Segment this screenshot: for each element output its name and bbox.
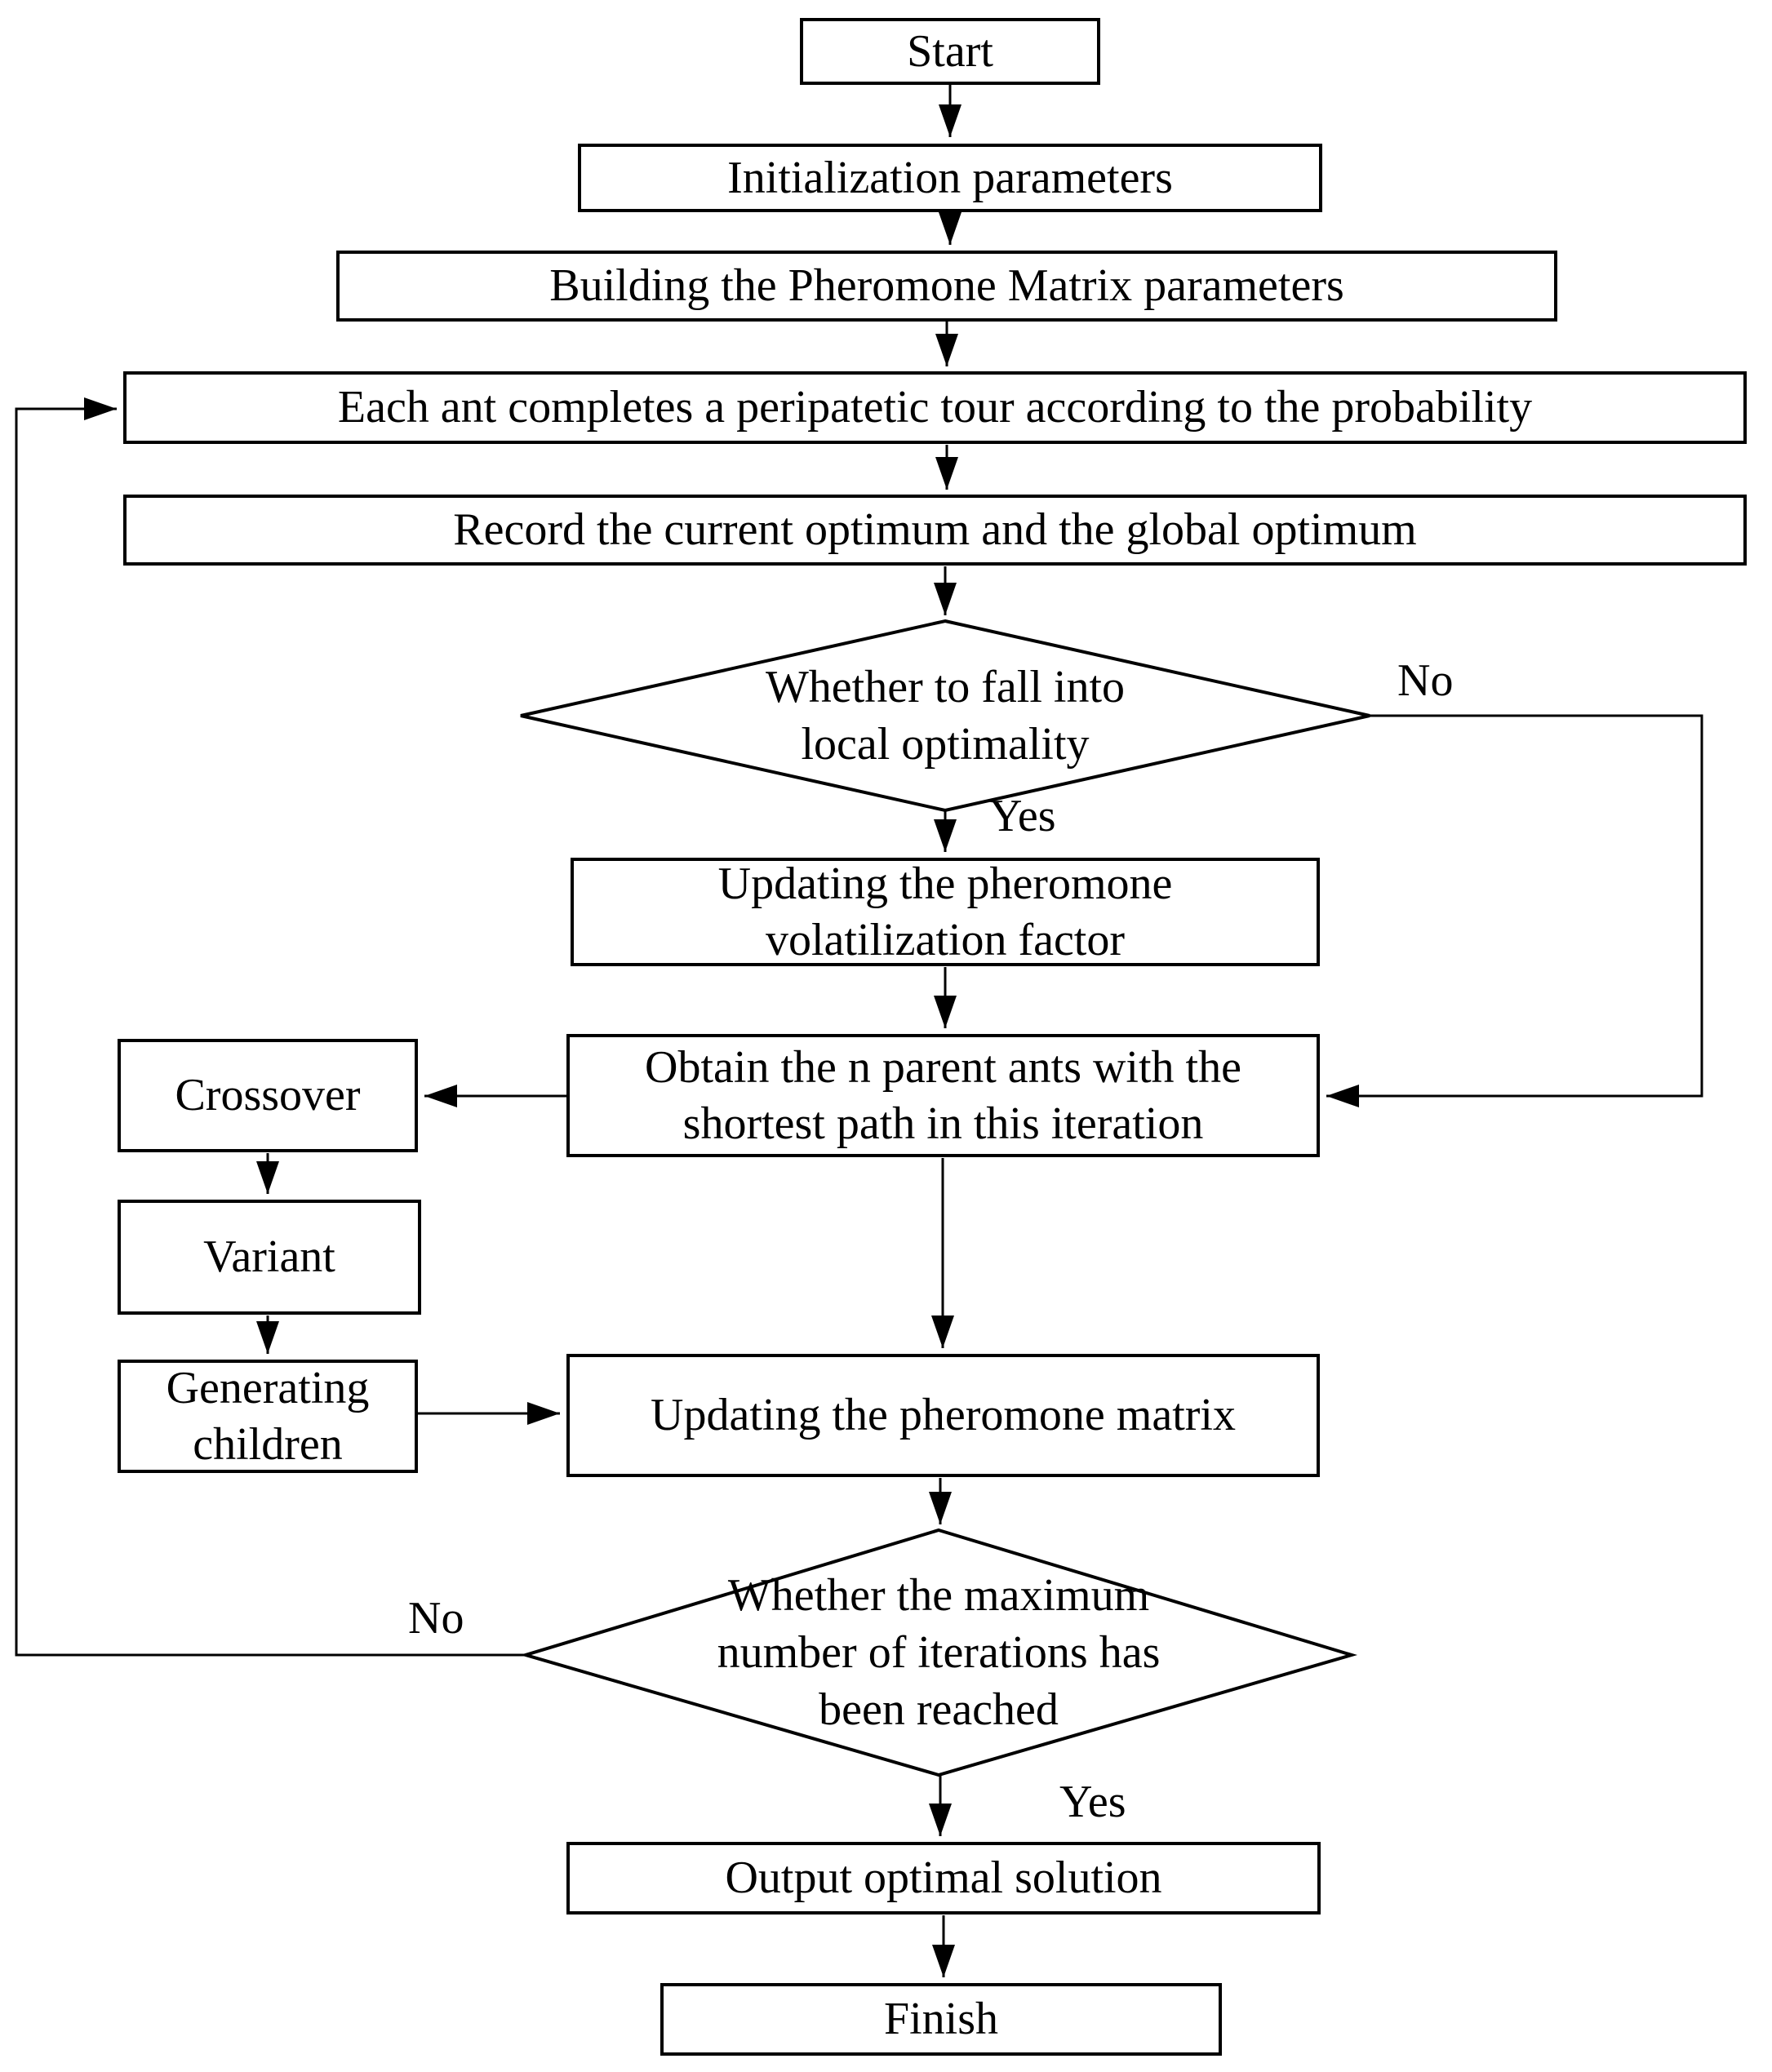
edge-label-no-local: No	[1397, 655, 1454, 706]
flow-node-obtain-parent-ants: Obtain the n parent ants with the shorte…	[566, 1034, 1320, 1157]
flow-node-initialization-parameters: Initialization parameters	[578, 144, 1322, 212]
flow-decision-local-optimality-label: Whether to fall into local optimality	[765, 662, 1126, 770]
edge-decision2-no-to-each-ant	[15, 397, 526, 1657]
flow-decision-max-iterations-label: Whether the maximum number of iterations…	[717, 1570, 1161, 1735]
flow-node-generating-children: Generating children	[118, 1360, 418, 1473]
flow-node-each-ant-peripatetic-tour: Each ant completes a peripatetic tour ac…	[123, 371, 1747, 444]
flow-node-start: Start	[800, 18, 1100, 85]
flow-node-crossover: Crossover	[118, 1039, 418, 1152]
flow-node-finish: Finish	[660, 1983, 1222, 2056]
edge-label-yes-iterations: Yes	[1059, 1777, 1126, 1827]
flow-node-updating-pheromone-matrix: Updating the pheromone matrix	[566, 1354, 1320, 1477]
flow-node-variant: Variant	[118, 1200, 421, 1315]
flow-node-record-optimum: Record the current optimum and the globa…	[123, 495, 1747, 566]
edge-label-yes-local: Yes	[989, 791, 1056, 841]
flow-node-building-pheromone-matrix: Building the Pheromone Matrix parameters	[336, 251, 1557, 322]
flow-node-updating-volatilization-factor: Updating the pheromone volatilization fa…	[571, 858, 1320, 966]
decision-local-optimality-diamond	[520, 619, 1370, 813]
edge-label-no-iterations: No	[408, 1593, 464, 1644]
decision-max-iterations-diamond	[519, 1528, 1358, 1777]
edge-decision1-no-to-obtain	[1326, 714, 1703, 1107]
flow-node-output-optimal-solution: Output optimal solution	[566, 1842, 1321, 1914]
